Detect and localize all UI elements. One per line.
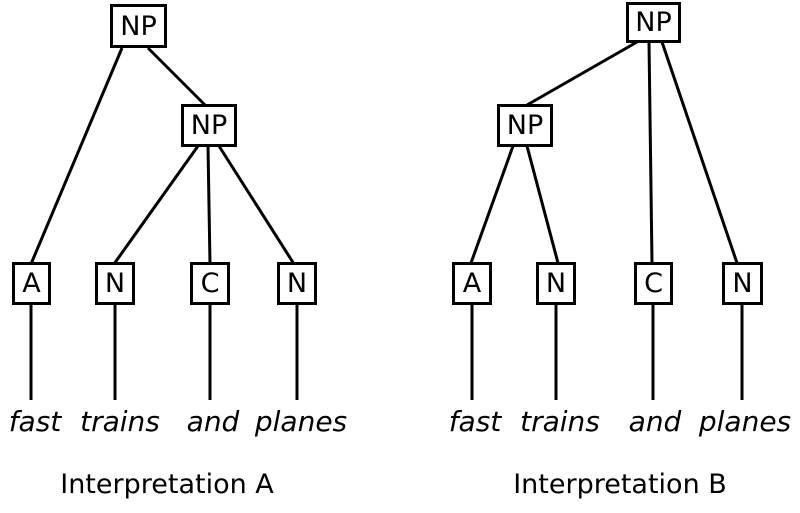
caption-interpretation-b: Interpretation B	[513, 469, 727, 500]
edge-a-innernp-to-n2	[217, 145, 296, 265]
leaf-node-a-noun2: N	[277, 262, 317, 305]
word-b-trains: trains	[520, 405, 600, 438]
word-a-trains: trains	[80, 405, 160, 438]
edge-a-root-to-a	[29, 47, 124, 265]
leaf-node-a-adjective: A	[12, 262, 51, 305]
np-root-node-b: NP	[626, 2, 681, 43]
edge-b-root-to-n2	[660, 41, 739, 264]
np-inner-node-b: NP	[497, 104, 553, 147]
edge-b-innernp-to-n1	[525, 145, 560, 264]
leaf-node-b-noun1: N	[536, 262, 576, 305]
np-root-node-a: NP	[110, 4, 167, 48]
np-inner-node-a: NP	[181, 104, 237, 147]
edge-a-root-to-inner-np	[146, 46, 208, 108]
edge-a-innernp-to-n1	[112, 145, 200, 265]
edge-b-root-to-inner-np	[526, 40, 638, 107]
caption-interpretation-a: Interpretation A	[60, 469, 274, 500]
leaf-node-b-noun2: N	[722, 262, 763, 305]
word-b-fast: fast	[448, 405, 502, 438]
leaf-node-b-conjunction: C	[634, 262, 673, 305]
edge-a-innernp-to-c	[206, 145, 212, 265]
word-b-and: and	[628, 405, 682, 438]
leaf-node-b-adjective: A	[452, 262, 492, 305]
leaf-node-a-noun1: N	[95, 262, 135, 305]
word-b-planes: planes	[698, 405, 792, 438]
edge-b-root-to-c	[647, 41, 654, 264]
word-a-planes: planes	[254, 405, 348, 438]
word-a-and: and	[186, 405, 240, 438]
edge-b-innernp-to-a	[469, 145, 515, 264]
leaf-node-a-conjunction: C	[190, 262, 230, 305]
word-a-fast: fast	[8, 405, 62, 438]
